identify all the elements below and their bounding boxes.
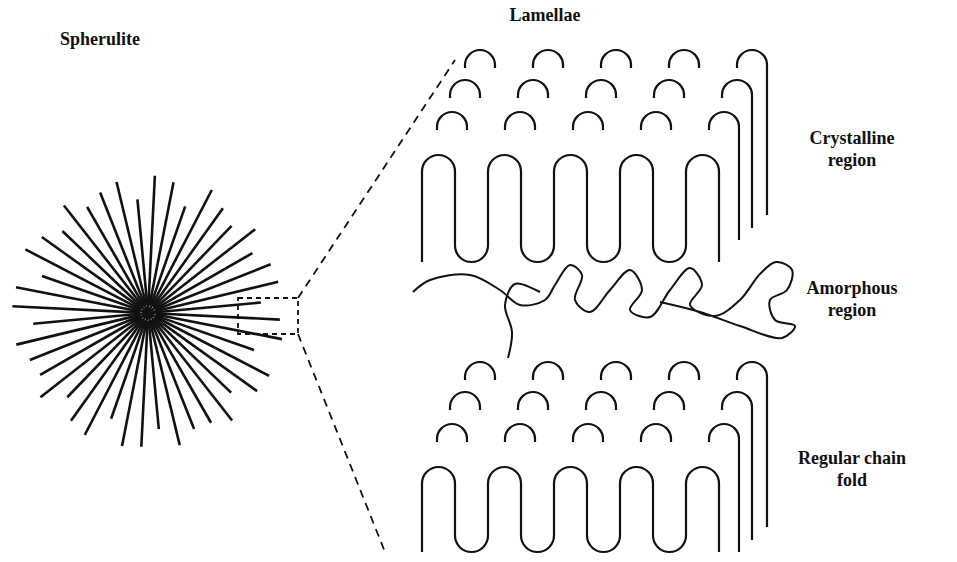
region-label: Crystalline region <box>790 128 915 171</box>
spherulite-ray <box>40 318 141 397</box>
spherulite-ray <box>85 320 145 435</box>
spherulite-ray <box>153 208 223 306</box>
spherulite-ray <box>148 313 180 445</box>
lamella-stack <box>422 362 767 552</box>
spherulite-ray <box>64 206 143 307</box>
chain-fold <box>518 392 548 410</box>
chain-fold <box>722 392 752 540</box>
regular-chain-fold <box>422 467 719 552</box>
chain-fold <box>573 112 603 130</box>
chain-fold <box>573 424 603 442</box>
zoom-box <box>238 298 298 334</box>
lamellae-label: Lamellae <box>510 5 581 27</box>
chain-fold <box>505 424 535 442</box>
chain-fold <box>722 80 752 228</box>
spherulite-ray <box>62 231 148 313</box>
spherulite-label: Spherulite <box>60 29 140 51</box>
chain-fold <box>641 424 671 442</box>
chain-fold <box>586 80 616 98</box>
spherulite-ray <box>25 249 141 309</box>
zoom-line <box>298 60 455 298</box>
spherulite-figure <box>12 176 281 447</box>
spherulite-ray <box>42 237 142 308</box>
chain-fold <box>709 112 739 240</box>
chain-fold <box>669 362 699 380</box>
chain-fold <box>465 50 495 68</box>
chain-fold <box>465 362 495 380</box>
chain-fold <box>601 362 631 380</box>
chain-fold <box>437 112 467 130</box>
amorphous-chain-tail <box>505 284 540 358</box>
chain-fold <box>450 392 480 410</box>
lamella-stack <box>422 50 767 262</box>
chain-fold <box>601 50 631 68</box>
chain-fold <box>533 362 563 380</box>
chain-fold <box>654 392 684 410</box>
chain-fold <box>709 424 739 552</box>
chain-fold <box>641 112 671 130</box>
spherulite-ray <box>33 313 148 324</box>
chain-fold <box>533 50 563 68</box>
spherulite-ray <box>155 318 258 391</box>
amorphous-chain-path <box>413 262 795 338</box>
regular-chain-fold <box>422 155 719 262</box>
spherulite-ray <box>137 199 147 305</box>
zoom-line <box>298 334 385 552</box>
region-label: Amorphous region <box>790 278 915 321</box>
chain-fold <box>505 112 535 130</box>
chain-fold <box>437 424 467 442</box>
chain-fold <box>669 50 699 68</box>
spherulite-ray <box>149 321 159 429</box>
chain-fold <box>586 392 616 410</box>
spherulite-ray <box>156 302 261 312</box>
chain-fold <box>654 80 684 98</box>
chain-fold <box>450 80 480 98</box>
amorphous-chain <box>413 262 795 358</box>
chain-fold-label: Regular chain fold <box>790 448 915 491</box>
chain-fold <box>518 80 548 98</box>
